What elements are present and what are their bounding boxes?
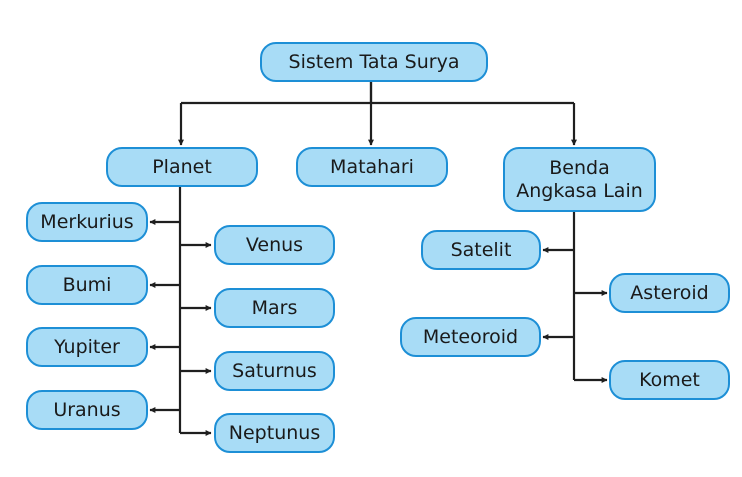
node-satelit: Satelit xyxy=(421,230,541,270)
node-benda-angkasa-lain: Benda Angkasa Lain xyxy=(503,147,656,212)
node-mars: Mars xyxy=(214,288,335,328)
node-merkurius: Merkurius xyxy=(26,202,148,242)
node-yupiter: Yupiter xyxy=(26,327,148,367)
node-sistem-tata-surya: Sistem Tata Surya xyxy=(260,42,488,82)
node-meteoroid: Meteoroid xyxy=(400,317,541,357)
node-komet: Komet xyxy=(609,360,730,400)
node-bumi: Bumi xyxy=(26,265,148,305)
node-venus: Venus xyxy=(214,225,335,265)
node-neptunus: Neptunus xyxy=(214,413,335,453)
node-saturnus: Saturnus xyxy=(214,351,335,391)
node-planet: Planet xyxy=(106,147,258,187)
node-uranus: Uranus xyxy=(26,390,148,430)
node-matahari: Matahari xyxy=(296,147,448,187)
node-asteroid: Asteroid xyxy=(609,273,730,313)
